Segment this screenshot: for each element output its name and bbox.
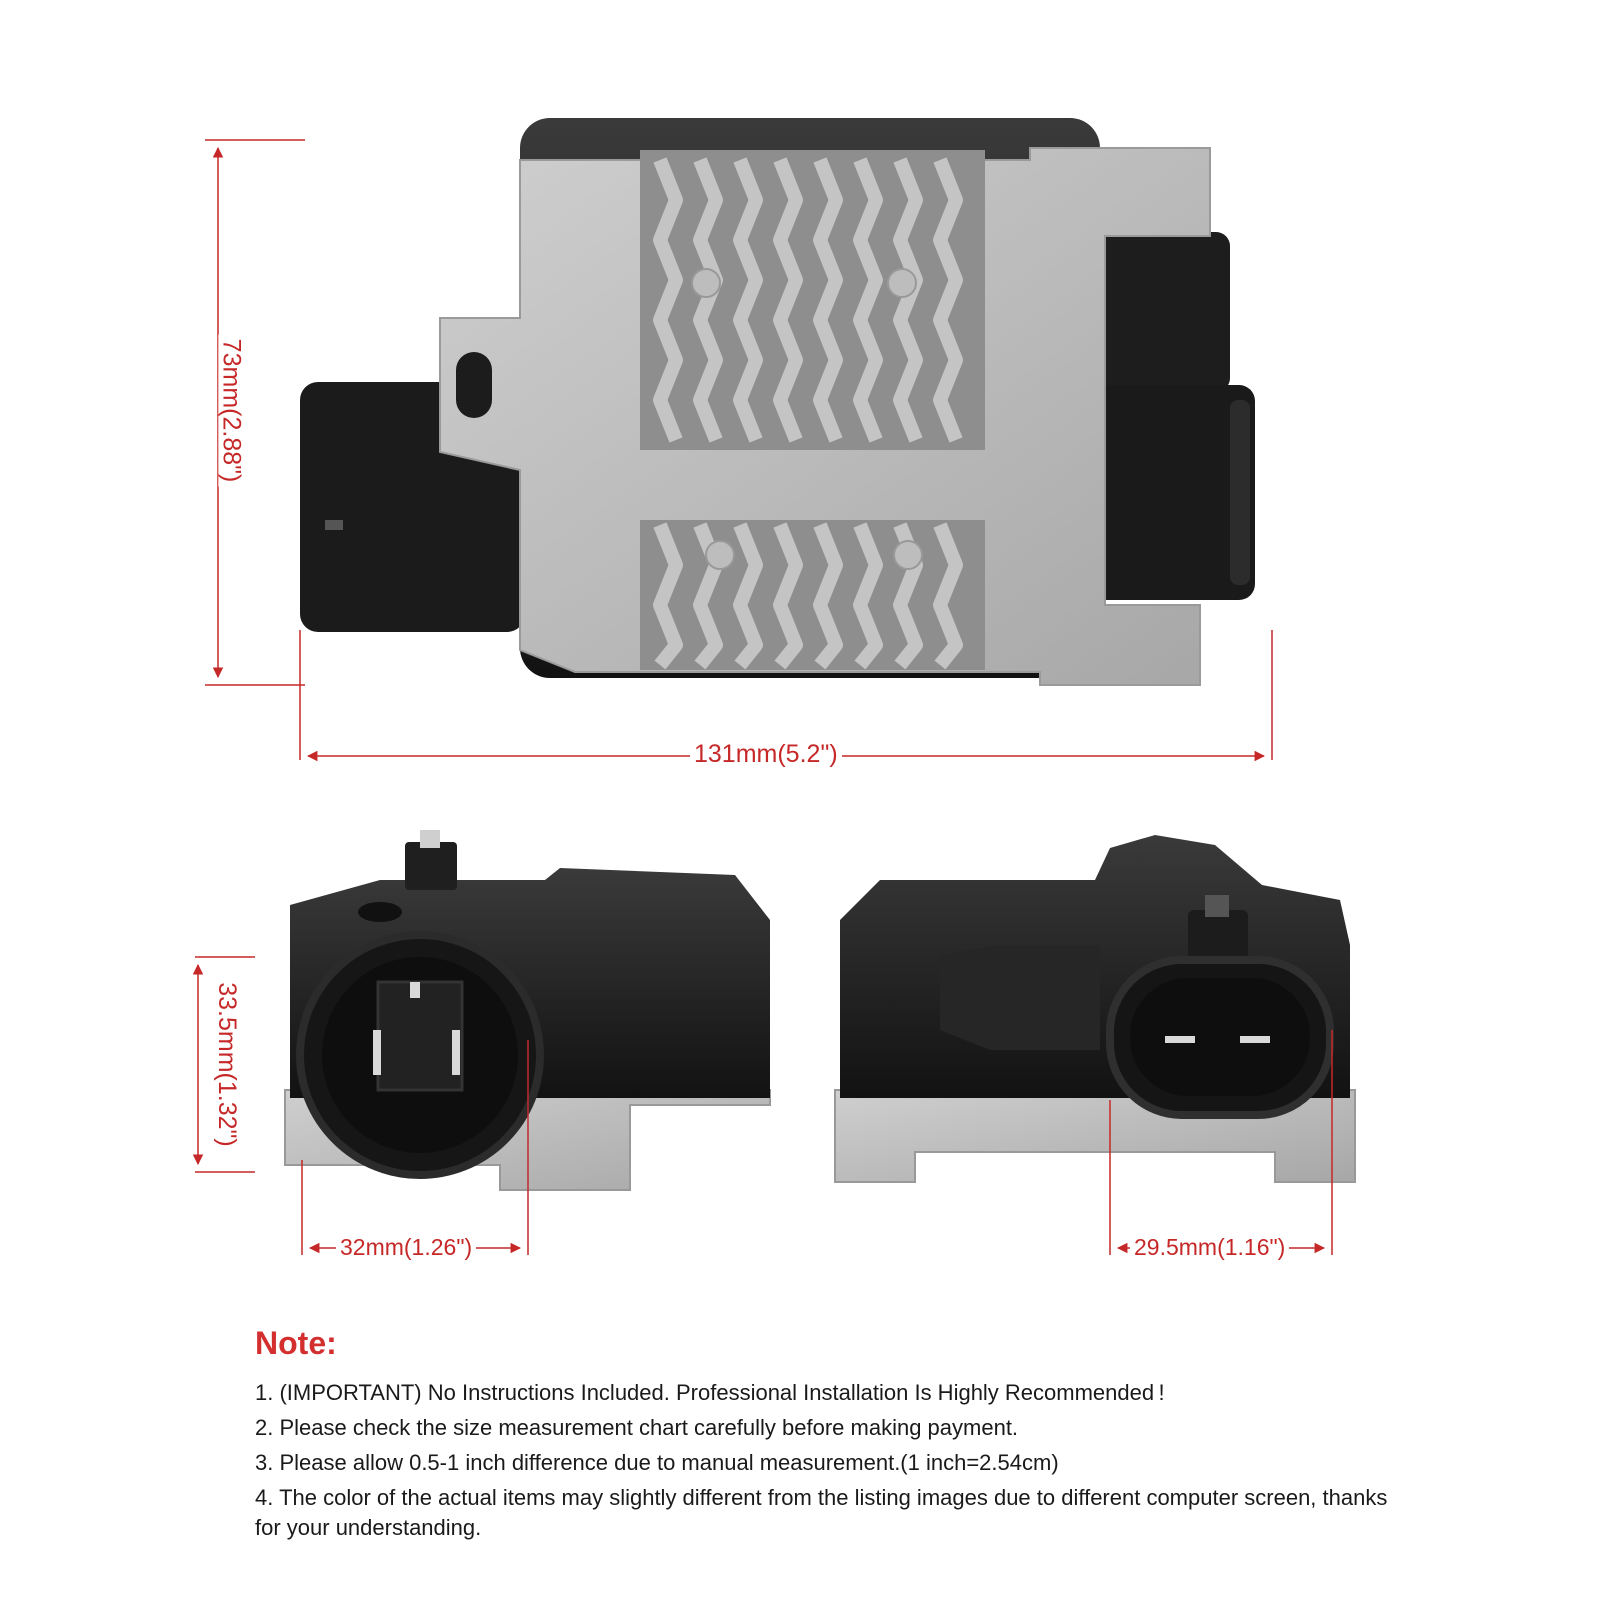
width-top-label: 131mm(5.2") [690, 742, 842, 767]
note-item: 1. (IMPORTANT) No Instructions Included.… [255, 1380, 1165, 1405]
connector-left-label: 32mm(1.26") [336, 1236, 477, 1259]
module-top-view [300, 118, 1255, 686]
note-item: 4. The color of the actual items may sli… [255, 1485, 1388, 1540]
module-side-view-right [834, 835, 1356, 1183]
note-list: 1. (IMPORTANT) No Instructions Included.… [255, 1378, 1405, 1543]
note-section: Note: 1. (IMPORTANT) No Instructions Inc… [255, 1325, 1405, 1548]
note-item: 2. Please check the size measurement cha… [255, 1415, 1019, 1440]
note-item: 3. Please allow 0.5-1 inch difference du… [255, 1450, 1059, 1475]
connector-right-label: 29.5mm(1.16") [1130, 1236, 1290, 1259]
note-title: Note: [255, 1325, 337, 1361]
module-side-view-left [284, 830, 771, 1191]
height-top-label: 73mm(2.88") [217, 334, 245, 487]
height-side-label: 33.5mm(1.32") [213, 978, 241, 1151]
